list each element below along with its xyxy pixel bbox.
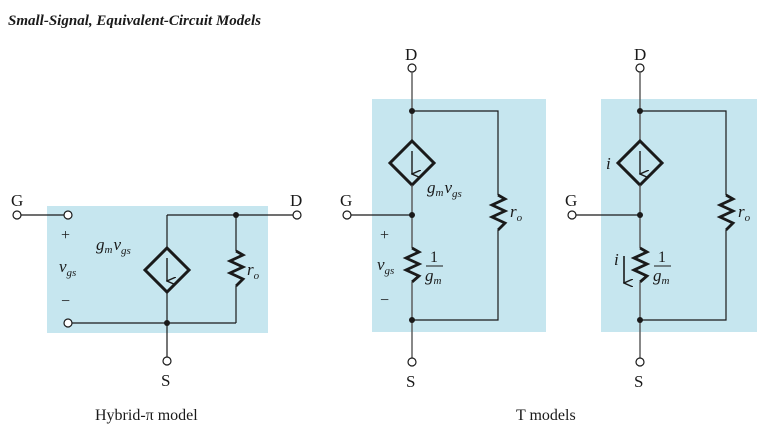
resistor-current-i-label: i bbox=[614, 250, 619, 269]
gate-terminal bbox=[342, 210, 352, 220]
drain-terminal bbox=[635, 63, 645, 73]
drain-terminal bbox=[407, 63, 417, 73]
t-model-1: D gmvgs G + vgs − 1 gm ro S bbox=[340, 45, 546, 391]
fraction-denominator: gm bbox=[425, 266, 442, 287]
source-node bbox=[637, 317, 643, 323]
source-label: S bbox=[634, 372, 643, 391]
vgs-label: vgs bbox=[59, 257, 76, 279]
gate-label: G bbox=[565, 191, 577, 210]
source-label: S bbox=[406, 372, 415, 391]
fraction-denominator: gm bbox=[653, 266, 670, 287]
figure-title: Small-Signal, Equivalent-Circuit Models bbox=[8, 13, 261, 29]
vgs-plus: + bbox=[61, 227, 70, 244]
gate-label: G bbox=[11, 191, 23, 210]
ro-label: ro bbox=[247, 260, 260, 282]
ro-wire-top bbox=[412, 110, 499, 195]
gate-node bbox=[637, 212, 643, 218]
ro-resistor-icon bbox=[226, 249, 247, 287]
drain-terminal bbox=[292, 210, 302, 220]
vgs-minus: − bbox=[61, 293, 70, 310]
drain-label: D bbox=[634, 45, 646, 64]
source-label: S bbox=[161, 371, 170, 390]
inverse-gm-resistor-icon bbox=[402, 246, 423, 284]
source-terminal bbox=[635, 357, 645, 367]
vgs-minus: − bbox=[380, 292, 389, 309]
vgs-plus: + bbox=[380, 227, 389, 244]
source-node bbox=[164, 320, 170, 326]
t-model-2: D i G i 1 gm ro S bbox=[565, 45, 757, 391]
hybrid-pi-caption: Hybrid-π model bbox=[95, 407, 198, 424]
gm-vgs-label: gmvgs bbox=[427, 178, 462, 200]
source-internal-terminal bbox=[63, 318, 73, 328]
drain-label: D bbox=[405, 45, 417, 64]
vgs-label: vgs bbox=[377, 255, 394, 277]
ro-label: ro bbox=[738, 202, 751, 224]
ro-wire-bottom bbox=[412, 230, 499, 321]
fraction-numerator: 1 bbox=[658, 249, 666, 266]
t-models-caption: T models bbox=[516, 407, 576, 424]
gate-terminal bbox=[12, 210, 22, 220]
gate-node bbox=[409, 212, 415, 218]
hybrid-pi-model: G D S ro + vgs − gmvgs bbox=[11, 191, 302, 390]
source-node bbox=[409, 317, 415, 323]
gate-internal-terminal bbox=[63, 210, 73, 220]
source-terminal bbox=[407, 357, 417, 367]
ro-label: ro bbox=[510, 202, 523, 224]
ro-wire-top bbox=[640, 110, 727, 195]
ro-wire-bottom bbox=[640, 230, 727, 321]
gate-terminal bbox=[567, 210, 577, 220]
inverse-gm-resistor-icon bbox=[630, 246, 651, 284]
ro-resistor-icon bbox=[488, 193, 509, 231]
hybrid-pi-box bbox=[47, 206, 268, 333]
drain-label: D bbox=[290, 191, 302, 210]
source-terminal bbox=[162, 356, 172, 366]
current-i-label: i bbox=[606, 154, 611, 173]
gm-vgs-label: gmvgs bbox=[96, 235, 131, 257]
ro-resistor-icon bbox=[716, 193, 737, 231]
fraction-numerator: 1 bbox=[430, 249, 438, 266]
gate-label: G bbox=[340, 191, 352, 210]
